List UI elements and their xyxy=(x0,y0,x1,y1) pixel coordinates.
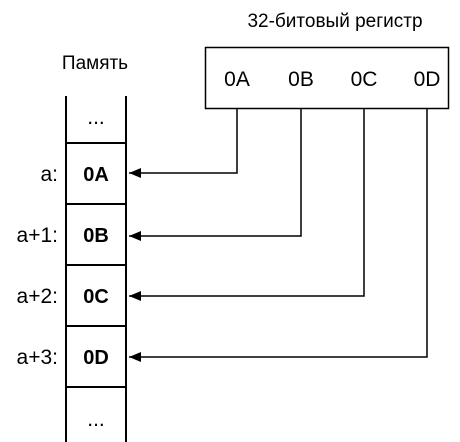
memory-address-a3: a+3: xyxy=(17,346,58,369)
connector-0d xyxy=(129,108,428,362)
memory-title: Память xyxy=(62,53,128,74)
memory-address-a2: a+2: xyxy=(17,285,58,308)
register-byte-0a: 0A xyxy=(224,68,250,91)
memory-cell-ellipsis-top: ... xyxy=(87,106,105,129)
register-byte-0c: 0C xyxy=(351,68,378,91)
memory-cell-0d: 0D xyxy=(83,347,109,369)
memory-address-a1: a+1: xyxy=(17,224,58,247)
connector-0a xyxy=(129,108,238,178)
register-byte-0b: 0B xyxy=(288,68,314,91)
connector-0c xyxy=(129,108,365,301)
memory-cell-ellipsis-bottom: ... xyxy=(87,408,105,431)
memory-cell-0a: 0A xyxy=(83,164,109,186)
connector-0b xyxy=(129,108,302,241)
memory-address-a: a: xyxy=(40,163,58,186)
memory-column xyxy=(65,96,127,442)
memory-cell-0c: 0C xyxy=(83,286,109,308)
register-box xyxy=(204,46,450,110)
memory-cell-0b: 0B xyxy=(83,225,109,247)
register-byte-0d: 0D xyxy=(414,68,441,91)
register-title: 32-битовый регистр xyxy=(247,11,422,32)
